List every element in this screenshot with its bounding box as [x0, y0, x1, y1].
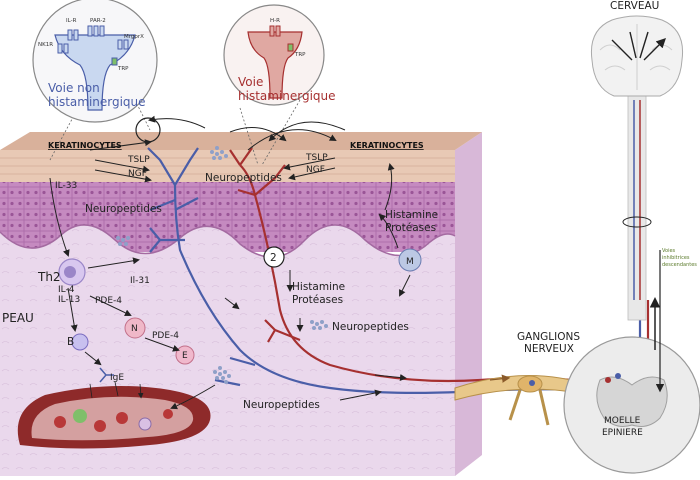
label-cell-n: N — [131, 324, 138, 334]
eosinophil-cell — [175, 345, 195, 365]
label-cell-m: M — [406, 257, 414, 267]
label-il33: IL-33 — [55, 181, 77, 191]
label-rec-trp-left: TRP — [117, 66, 129, 72]
label-ganglions: GANGLIONS — [517, 331, 580, 343]
label-neuropeptides-mid: Neuropeptides — [332, 321, 409, 333]
zoom-non-histaminergic — [32, 0, 161, 161]
red-blood-cell — [54, 416, 66, 428]
label-proteases-mid: Protéases — [292, 294, 343, 306]
immune-cell-green — [73, 409, 87, 423]
label-il4: IL-4 — [58, 285, 75, 295]
label-rec-nk1r: NK1R — [38, 42, 53, 48]
immune-cells — [58, 248, 422, 383]
label-cell-b: B — [67, 336, 74, 348]
immune-cell-purple — [138, 417, 152, 431]
label-pde4-a: PDE-4 — [95, 296, 122, 306]
spinal-cord — [563, 336, 700, 474]
zoom-histaminergic — [223, 4, 325, 166]
label-rec-par2: PAR-2 — [90, 18, 106, 24]
label-pde4-b: PDE-4 — [152, 331, 179, 341]
ige-antibody — [99, 367, 114, 383]
label-histaminergique: histaminergique — [238, 89, 336, 103]
label-rec-mrgprx: MrgprX — [124, 34, 144, 40]
skin-side-face — [455, 132, 482, 476]
labels: CERVEAU PEAU GANGLIONS NERVEUX MOELLE EP… — [2, 0, 697, 438]
label-nerveux: NERVEUX — [524, 343, 574, 355]
label-tslp-right: TSLP — [305, 153, 328, 163]
label-peau: PEAU — [2, 311, 34, 325]
label-neuropeptides-epi: Neuropeptides — [85, 203, 162, 215]
brain — [590, 15, 684, 97]
label-th2: Th2 — [37, 270, 61, 284]
label-inhibitrices: inhibitrices — [662, 255, 690, 261]
label-rec-trp-right: TRP — [294, 52, 306, 58]
label-il31: Il-31 — [130, 276, 150, 286]
label-voies: Voies — [662, 248, 676, 254]
pathway-arrows — [49, 115, 411, 410]
b-cell — [71, 333, 89, 351]
label-keratinocytes-right: KERATINOCYTES — [350, 141, 424, 150]
label-keratinocytes-left: KERATINOCYTES — [48, 141, 122, 150]
label-il13: IL-13 — [58, 295, 80, 305]
label-histamine-top: Histamine — [385, 209, 438, 221]
label-step-number: 2 — [270, 252, 277, 264]
label-rec-ilr: IL-R — [66, 18, 77, 24]
label-histamine-mid: Histamine — [292, 281, 345, 293]
label-ngf-left: NGF — [128, 169, 147, 179]
neuropeptide-clusters — [116, 146, 328, 384]
label-voie-hist: Voie — [238, 75, 263, 89]
blood-vessel — [17, 381, 211, 449]
label-rec-h1r: H-R — [270, 18, 280, 24]
red-blood-cell — [116, 412, 128, 424]
label-descendantes: descendantes — [662, 262, 697, 268]
label-ngf-right: NGF — [306, 165, 325, 175]
label-neuropeptides-bottom: Neuropeptides — [243, 399, 320, 411]
label-non-histaminergique: histaminergique — [48, 95, 146, 109]
label-epiniere: EPINIERE — [602, 428, 643, 438]
label-proteases-top: Protéases — [385, 222, 436, 234]
label-ige: IgE — [110, 373, 124, 383]
label-tslp-left: TSLP — [127, 155, 150, 165]
label-voie-non: Voie non — [48, 81, 100, 95]
red-blood-cell — [163, 409, 173, 419]
red-blood-cell — [94, 420, 106, 432]
label-cell-e: E — [182, 351, 188, 361]
step-badge — [263, 246, 285, 268]
label-moelle: MOELLE — [604, 416, 641, 426]
label-neuropeptides-top: Neuropeptides — [205, 172, 282, 184]
neutrophil-cell — [124, 317, 146, 339]
mast-cell — [398, 248, 422, 272]
label-cerveau: CERVEAU — [610, 0, 659, 12]
